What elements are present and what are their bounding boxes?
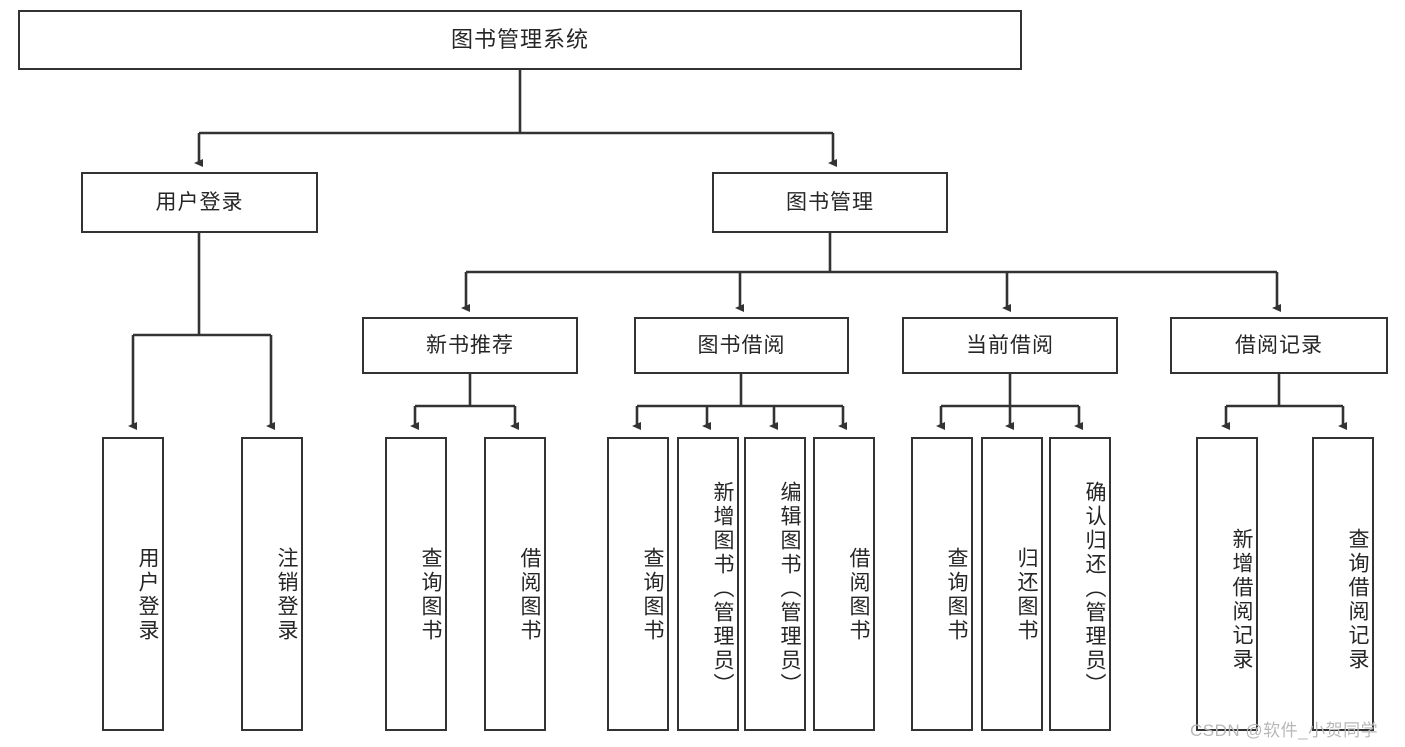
node-book-management[interactable]: 图书管理 — [712, 172, 948, 233]
node-label: 注销登录 — [275, 547, 298, 643]
node-label: 当前借阅 — [966, 333, 1054, 357]
node-leaf-query-book-borrow[interactable]: 查询图书 — [607, 437, 669, 731]
node-label: 编辑图书（管理员） — [778, 481, 801, 697]
node-label: 用户登录 — [155, 190, 244, 214]
node-leaf-confirm-return[interactable]: 确认归还（管理员） — [1049, 437, 1111, 731]
node-label: 确认归还（管理员） — [1083, 481, 1106, 697]
node-leaf-add-record[interactable]: 新增借阅记录 — [1196, 437, 1258, 731]
node-label: 查询图书 — [419, 547, 442, 643]
node-leaf-query-record[interactable]: 查询借阅记录 — [1312, 437, 1374, 731]
node-leaf-query-book-current[interactable]: 查询图书 — [911, 437, 973, 731]
node-label: 查询借阅记录 — [1346, 528, 1369, 672]
node-label: 图书管理系统 — [450, 26, 589, 52]
node-leaf-borrow-book-2[interactable]: 借阅图书 — [813, 437, 875, 731]
node-leaf-query-book-new[interactable]: 查询图书 — [385, 437, 447, 731]
node-root-book-management-system[interactable]: 图书管理系统 — [18, 10, 1022, 70]
node-label: 新增借阅记录 — [1230, 528, 1253, 672]
node-label: 借阅记录 — [1235, 333, 1323, 357]
node-label: 借阅图书 — [518, 547, 541, 643]
node-leaf-borrow-book-new[interactable]: 借阅图书 — [484, 437, 546, 731]
watermark-text: CSDN @软件_小贺同学 — [1190, 721, 1379, 740]
node-label: 新书推荐 — [426, 333, 514, 357]
node-label: 归还图书 — [1015, 547, 1038, 643]
node-leaf-return-book[interactable]: 归还图书 — [981, 437, 1043, 731]
node-leaf-logout[interactable]: 注销登录 — [241, 437, 303, 731]
node-leaf-add-book[interactable]: 新增图书（管理员） — [677, 437, 739, 731]
node-label: 查询图书 — [641, 547, 664, 643]
node-label: 图书借阅 — [697, 333, 786, 357]
node-label: 用户登录 — [136, 547, 159, 643]
node-label: 查询图书 — [945, 547, 968, 643]
node-borrow-record[interactable]: 借阅记录 — [1170, 317, 1388, 374]
node-leaf-user-login[interactable]: 用户登录 — [102, 437, 164, 731]
node-current-borrow[interactable]: 当前借阅 — [902, 317, 1118, 374]
node-leaf-edit-book[interactable]: 编辑图书（管理员） — [744, 437, 806, 731]
node-new-book-recommend[interactable]: 新书推荐 — [362, 317, 578, 374]
node-label: 图书管理 — [786, 190, 874, 214]
node-label: 新增图书（管理员） — [711, 481, 734, 697]
node-label: 借阅图书 — [847, 547, 870, 643]
node-book-borrow[interactable]: 图书借阅 — [634, 317, 849, 374]
node-user-login[interactable]: 用户登录 — [81, 172, 318, 233]
